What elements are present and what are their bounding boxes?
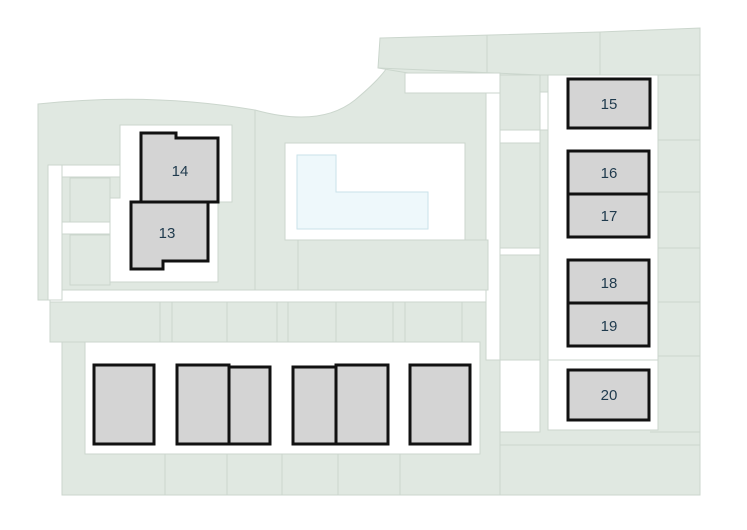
plot-13-label: 13 [159, 225, 176, 242]
pool-shape [296, 154, 429, 230]
building-bottom-6 [408, 363, 472, 446]
walkway-left-vertical [47, 164, 63, 301]
plot-18-label: 18 [601, 275, 618, 292]
garden-patches [49, 74, 541, 361]
plot-16-label: 16 [601, 165, 618, 182]
plot-19[interactable] [566, 301, 651, 348]
plot-20[interactable] [566, 368, 651, 422]
pool [296, 154, 429, 230]
plot-17[interactable] [566, 192, 651, 239]
landscape-top-right [377, 27, 701, 76]
building-bottom-4 [291, 365, 338, 446]
labeled-plots [129, 77, 652, 422]
walkway-top-bar [404, 72, 501, 94]
building-bottom-5 [334, 363, 390, 446]
plot-20-label: 20 [601, 387, 618, 404]
plot-15[interactable] [566, 77, 652, 130]
plot-17-label: 17 [601, 208, 618, 225]
plot-14-label: 14 [172, 163, 189, 180]
plot-13[interactable] [129, 200, 210, 271]
walkway-horizontal [49, 289, 491, 303]
unlabeled-buildings [92, 363, 472, 446]
building-bottom-3 [227, 365, 272, 446]
plot-19-label: 19 [601, 318, 618, 335]
walkway-vertical [485, 74, 501, 361]
building-bottom-1 [92, 363, 156, 446]
plot-15-label: 15 [601, 96, 618, 113]
building-bottom-2 [175, 363, 231, 446]
plot-labels: 14 13 15 16 17 18 19 20 [159, 96, 618, 404]
